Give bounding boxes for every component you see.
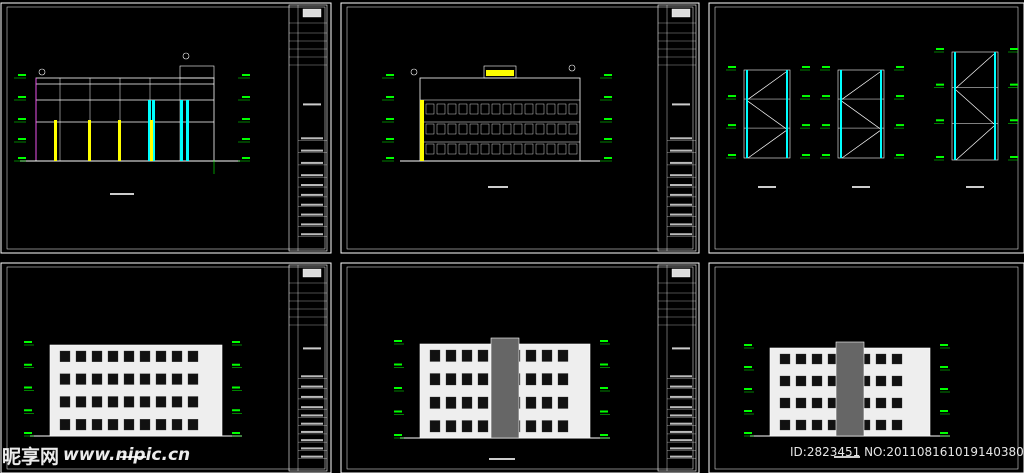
elevation-drawing-2: [394, 337, 610, 460]
title-block-1: [288, 4, 328, 252]
watermark-site-cn: 昵享网: [2, 445, 60, 468]
watermark-site-url: www.nipic.cn: [63, 445, 191, 465]
drawing-sheet-3: [708, 2, 1024, 254]
stair-section-1: [726, 66, 810, 159]
drawing-sheet-1: [0, 2, 332, 254]
stair-section-3: [934, 48, 1018, 161]
drawing-sheet-5: [340, 262, 700, 473]
stair-sections: [726, 48, 1018, 188]
elevation-drawing-1: [24, 341, 242, 458]
watermark-logo: 昵享网 www.nipic.cn: [2, 439, 190, 471]
drawing-sheet-2: [340, 2, 700, 254]
section-drawing-1: [14, 52, 250, 195]
drawing-sheet-4: [0, 262, 332, 473]
section-drawing-2: [382, 64, 612, 188]
drawing-sheet-6: [708, 262, 1024, 473]
elevation-drawing-3: [744, 341, 950, 458]
watermark-id: ID:2823451 NO:20110816101914038001: [790, 445, 1024, 459]
title-block-5: [657, 264, 697, 472]
title-block-4: [288, 264, 328, 472]
stair-section-2: [820, 66, 904, 159]
title-block-2: [657, 4, 697, 252]
